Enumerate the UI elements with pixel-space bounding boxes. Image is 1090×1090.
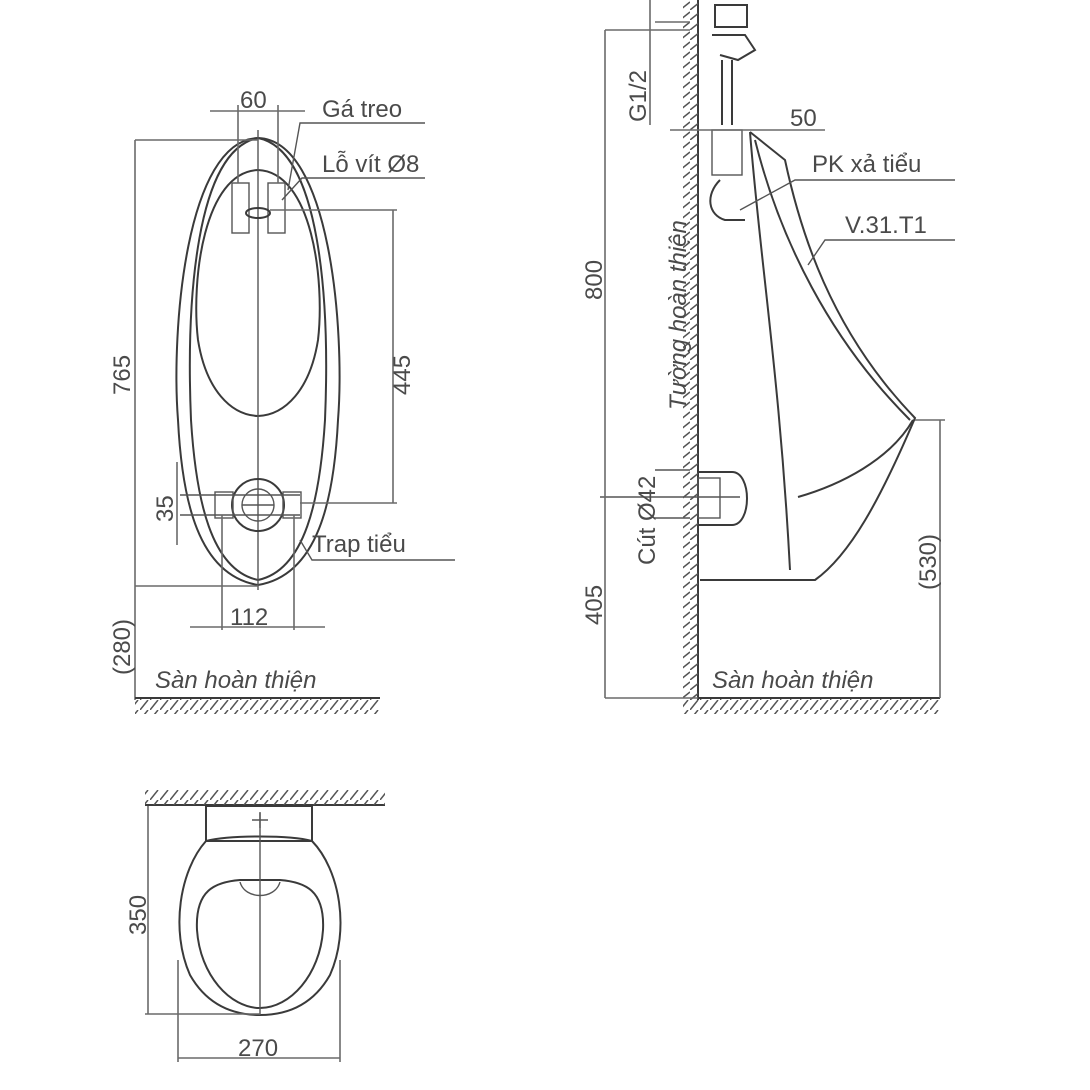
dim-width-60: 60: [240, 87, 267, 114]
label-screw-hole: Lỗ vít Ø8: [322, 151, 419, 178]
side-view: 50 PK xả tiểu V.31.T1 Sàn hoàn thiện G1/…: [581, 0, 955, 714]
top-view: 350 270: [125, 790, 385, 1062]
dim-800: 800: [581, 260, 608, 300]
label-wall: Tường hoàn thiện: [665, 220, 692, 410]
label-floor-front: Sàn hoàn thiện: [155, 667, 316, 694]
dim-765: 765: [109, 355, 136, 395]
dim-g12: G1/2: [625, 70, 652, 122]
label-hanger: Gá treo: [322, 96, 402, 123]
dim-50: 50: [790, 105, 817, 132]
label-model: V.31.T1: [845, 212, 927, 239]
dim-350: 350: [125, 895, 152, 935]
dim-530: (530): [915, 534, 942, 590]
dim-270: 270: [238, 1035, 278, 1062]
dim-445: 445: [389, 355, 416, 395]
label-flush-accessory: PK xả tiểu: [812, 151, 921, 178]
dim-112: 112: [230, 604, 268, 631]
front-view: 60 Gá treo Lỗ vít Ø8 Trap tiểu 112 Sàn h…: [109, 87, 455, 714]
label-floor-side: Sàn hoàn thiện: [712, 667, 873, 694]
dim-280: (280): [109, 619, 136, 675]
dim-35: 35: [152, 495, 179, 522]
label-trap: Trap tiểu: [312, 531, 406, 558]
dim-405: 405: [581, 585, 608, 625]
dim-outlet-42: Cút Ø42: [634, 476, 661, 565]
